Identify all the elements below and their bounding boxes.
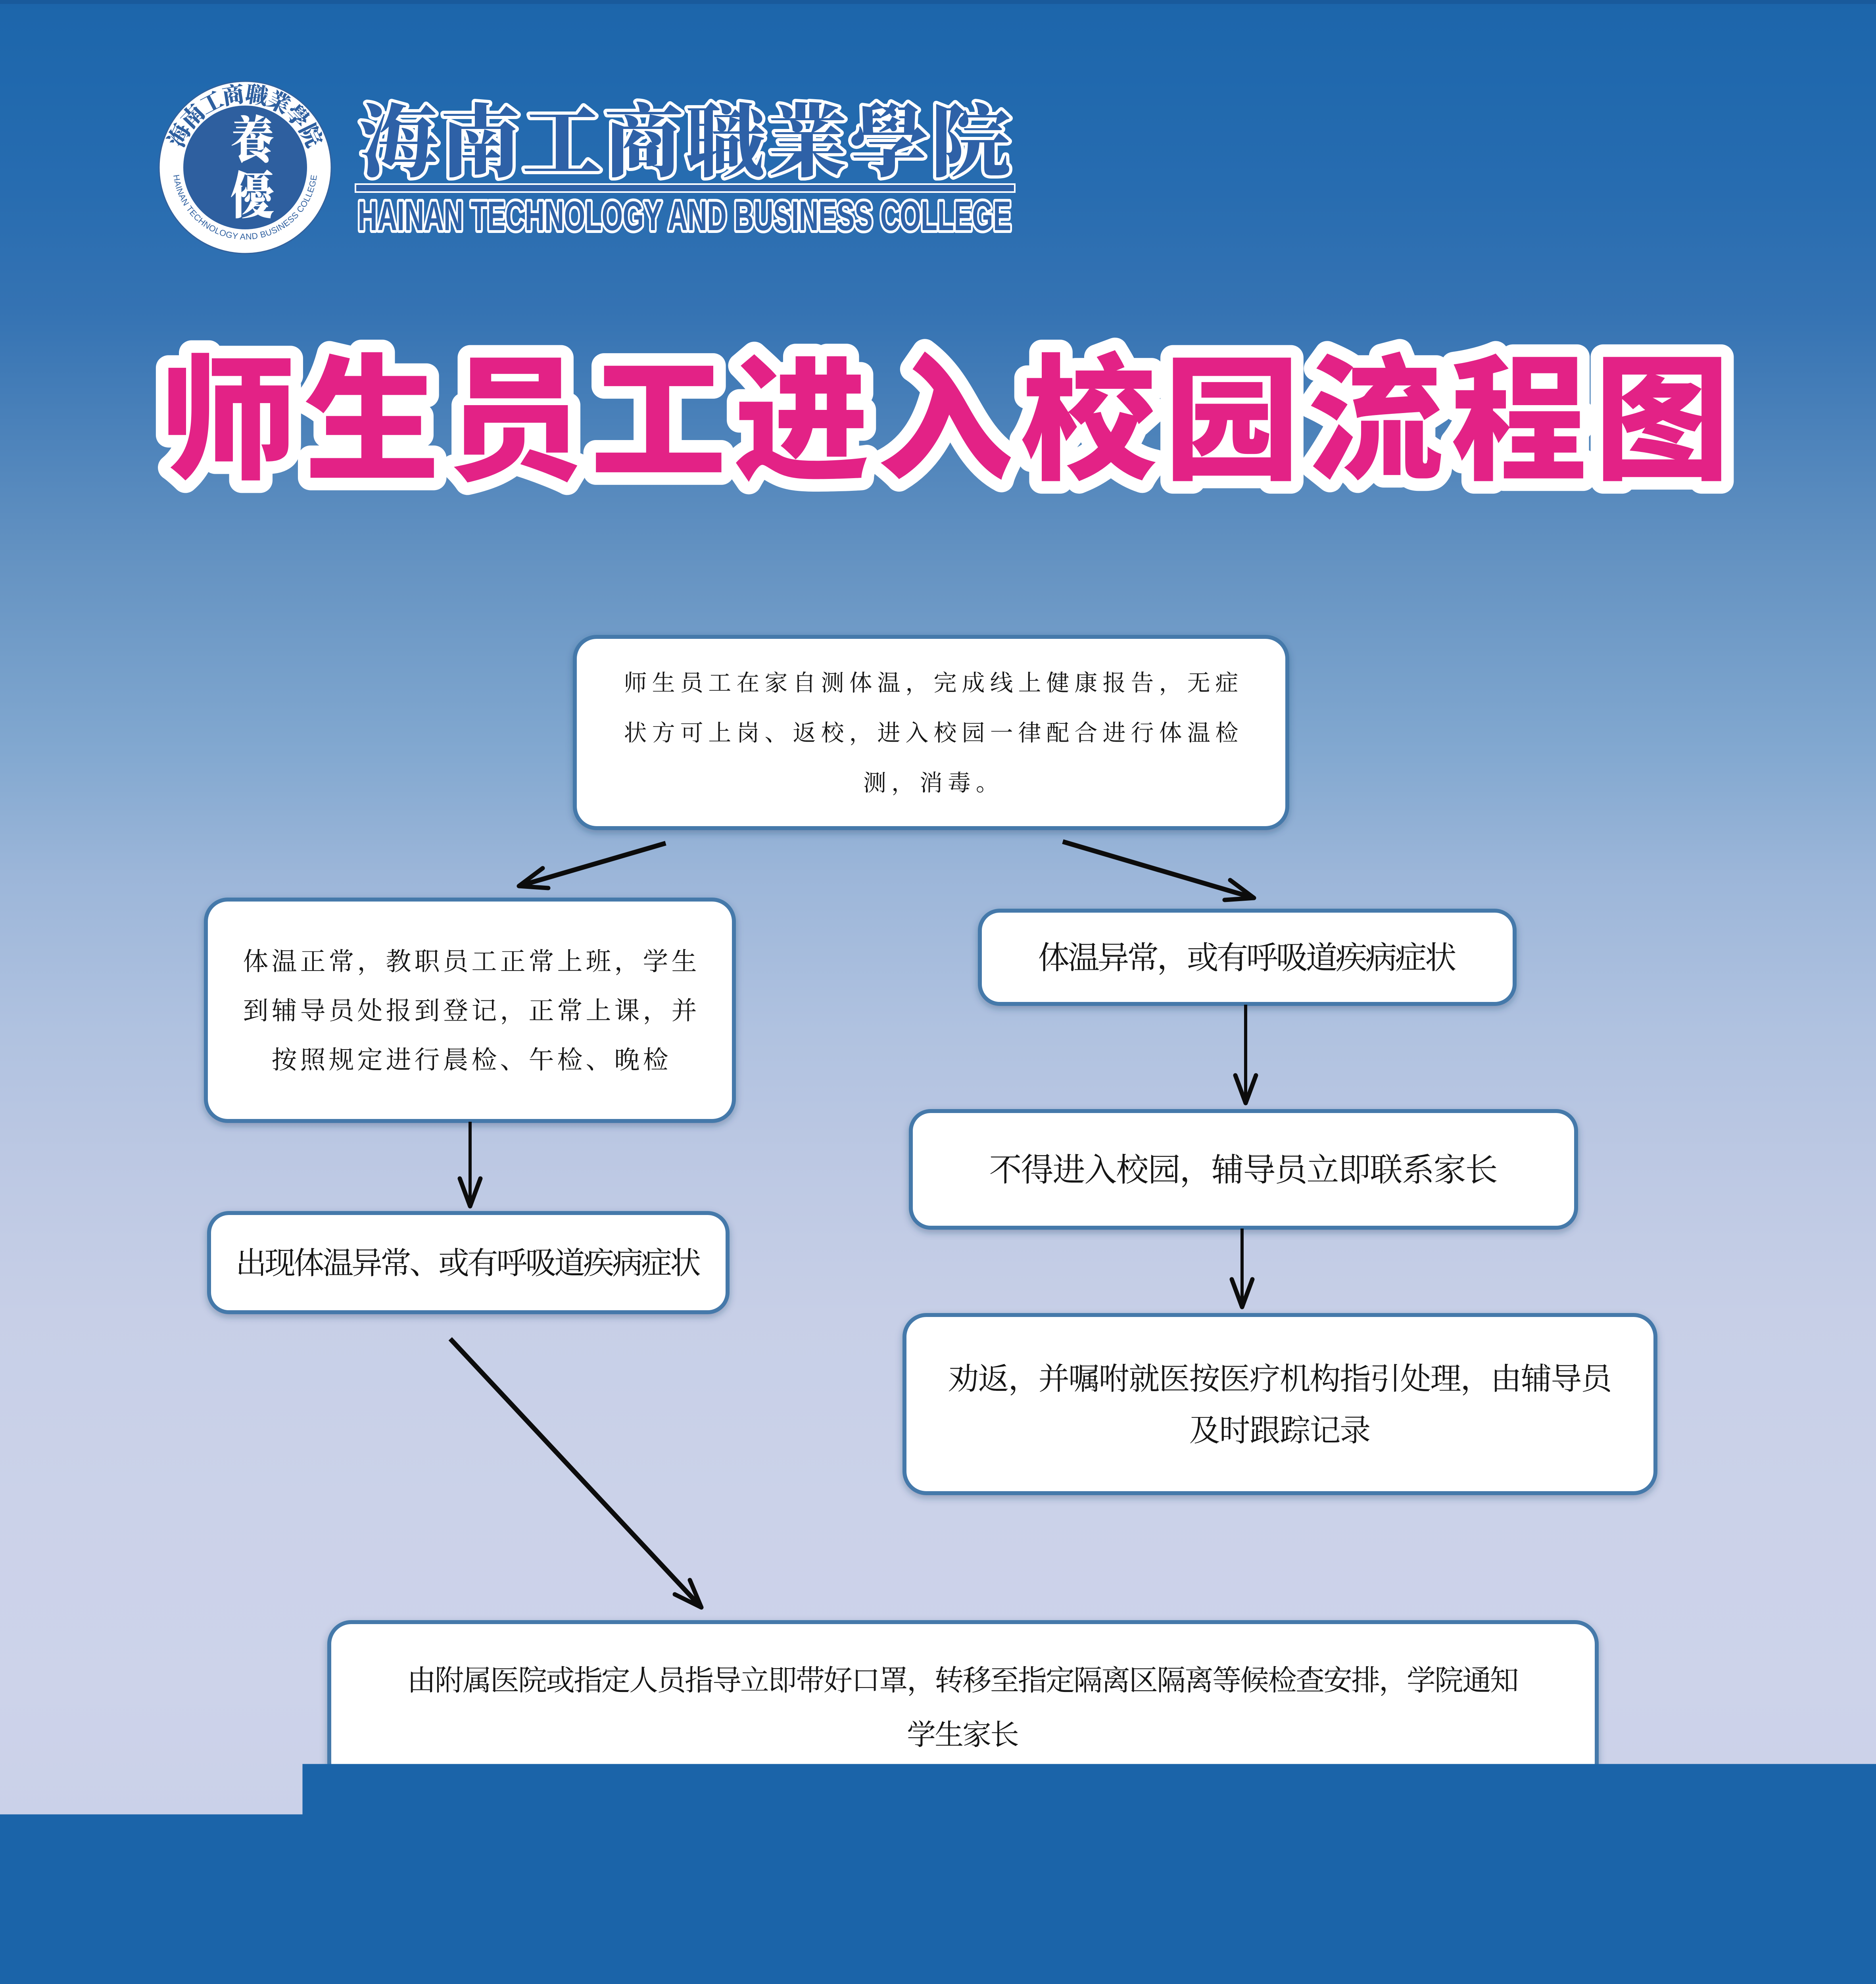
svg-text:HAINAN TECHNOLOGY AND BUSINESS: HAINAN TECHNOLOGY AND BUSINESS COLLEGE bbox=[358, 193, 1011, 239]
